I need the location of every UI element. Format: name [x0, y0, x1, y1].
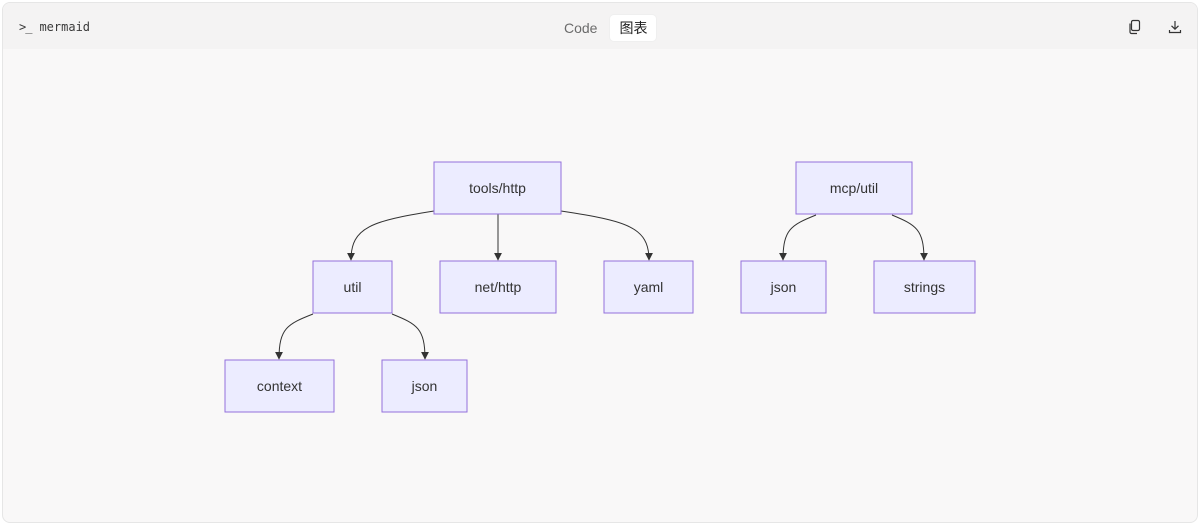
node-label: net/http: [475, 279, 522, 295]
view-tabs: Code 图表: [555, 14, 657, 42]
node-label: util: [344, 279, 362, 295]
terminal-prompt-icon: >_: [19, 20, 32, 34]
node-json1: json: [381, 359, 468, 413]
node-box: [433, 161, 562, 215]
node-context: context: [224, 359, 335, 413]
language-label: mermaid: [39, 20, 91, 34]
download-icon: [1168, 21, 1182, 34]
tab-code[interactable]: Code: [564, 20, 598, 36]
node-label: json: [411, 378, 438, 394]
node-mcp_util: mcp/util: [795, 161, 913, 215]
tab-diagram[interactable]: 图表: [610, 15, 657, 41]
node-box: [873, 260, 976, 314]
node-util: util: [312, 260, 393, 314]
node-box: [224, 359, 335, 413]
node-box: [603, 260, 694, 314]
node-json2: json: [740, 260, 827, 314]
mermaid-diagram: tools/http util net/http yaml context json mcp…: [224, 161, 976, 413]
edge-mcp_util-to-strings: [891, 214, 928, 261]
edge-util-to-context: [275, 313, 314, 360]
edges: [275, 210, 928, 360]
toolbar-actions: [1125, 16, 1185, 38]
copy-button[interactable]: [1125, 17, 1145, 37]
node-tools_http: tools/http: [433, 161, 562, 215]
copy-icon: [1129, 19, 1141, 35]
nodes: tools/http util net/http yaml context json mcp…: [224, 161, 976, 413]
node-box: [439, 260, 557, 314]
node-label: json: [770, 279, 797, 295]
node-label: mcp/util: [830, 180, 878, 196]
node-net_http: net/http: [439, 260, 557, 314]
edge-tools_http-to-util: [347, 210, 435, 261]
node-label: yaml: [634, 279, 664, 295]
node-label: strings: [904, 279, 945, 295]
node-label: context: [257, 378, 302, 394]
node-box: [312, 260, 393, 314]
node-strings: strings: [873, 260, 976, 314]
edge-util-to-json1: [391, 313, 429, 360]
download-button[interactable]: [1165, 17, 1185, 37]
edge-tools_http-to-yaml: [560, 210, 653, 261]
language-indicator: >_ mermaid: [19, 18, 90, 36]
node-label: tools/http: [469, 180, 526, 196]
node-box: [381, 359, 468, 413]
node-yaml: yaml: [603, 260, 694, 314]
node-box: [740, 260, 827, 314]
code-block-toolbar: >_ mermaid Code 图表: [3, 3, 1197, 49]
edge-mcp_util-to-json2: [779, 214, 817, 261]
node-box: [795, 161, 913, 215]
